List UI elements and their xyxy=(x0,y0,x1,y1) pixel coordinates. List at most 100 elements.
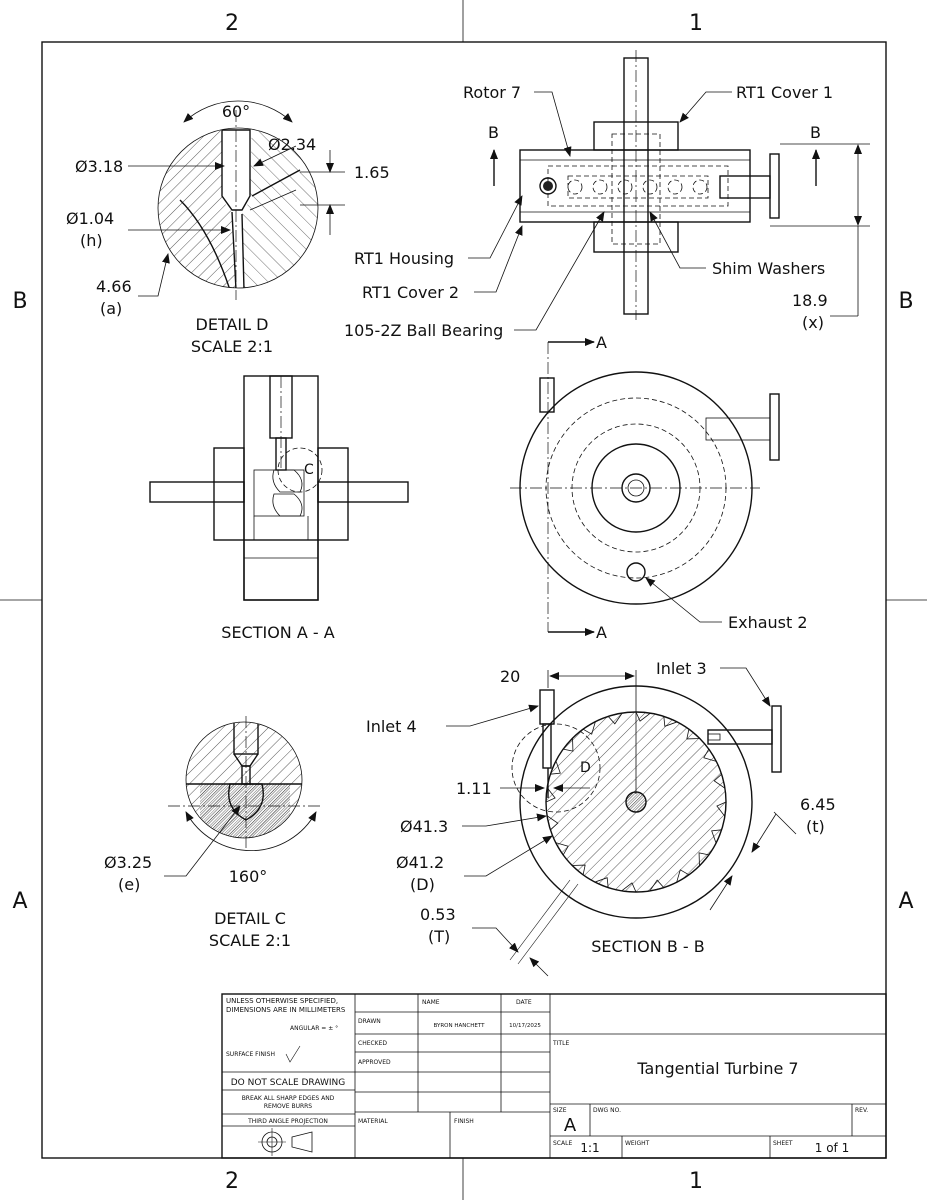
turbine-blade-notch xyxy=(571,864,586,876)
dim-diameter-41-2-var: (D) xyxy=(410,875,435,894)
detail-c-view: 160° Ø3.25 (e) DETAIL C SCALE 2:1 xyxy=(104,716,320,950)
section-b-mark-left: B xyxy=(488,123,499,142)
tb-col-date: DATE xyxy=(516,999,532,1006)
dim-6-45: 6.45 xyxy=(800,795,836,814)
turbine-blade-notch xyxy=(607,712,624,725)
section-aa-title: SECTION A - A xyxy=(221,623,334,642)
turbine-blade-notch xyxy=(686,728,701,740)
zone-labels: 2 1 B A B A 2 1 xyxy=(12,11,913,1194)
dim-0-53: 0.53 xyxy=(420,905,456,924)
detail-d-scale: SCALE 2:1 xyxy=(191,337,273,356)
third-angle-projection-icon xyxy=(258,1128,313,1156)
dim-1-65: 1.65 xyxy=(354,163,390,182)
turbine-blade-notch xyxy=(635,711,652,722)
turbine-blade-notch xyxy=(648,879,665,892)
dim-18-9: 18.9 xyxy=(792,291,828,310)
section-a-mark-bottom: A xyxy=(596,623,607,642)
tb-drawn-date: 10/17/2025 xyxy=(509,1023,541,1029)
tb-rev-label: REV. xyxy=(855,1107,868,1114)
turbine-blade-notch xyxy=(716,801,727,818)
dim-20: 20 xyxy=(500,667,520,686)
dim-18-9-var: (x) xyxy=(802,313,824,332)
turbine-blade-notch xyxy=(620,882,637,893)
dim-1-11: 1.11 xyxy=(456,779,492,798)
dim-angle-160: 160° xyxy=(229,867,268,886)
dim-diameter-3-25: Ø3.25 xyxy=(104,853,152,872)
turbine-blade-notch xyxy=(546,814,559,831)
tb-unless-2: DIMENSIONS ARE IN MILLIMETERS xyxy=(226,1006,346,1014)
label-rotor-7: Rotor 7 xyxy=(463,83,521,102)
turbine-blade-notch xyxy=(711,829,723,845)
tb-dwg-label: DWG NO. xyxy=(593,1107,621,1114)
side-view: A A Exhaust 2 xyxy=(510,333,808,642)
tb-approved: APPROVED xyxy=(358,1059,391,1066)
dim-4-66-var: (a) xyxy=(100,299,122,318)
dim-0-53-var: (T) xyxy=(428,927,450,946)
detail-c-scale: SCALE 2:1 xyxy=(209,931,291,950)
zone-bottom-left: 2 xyxy=(225,1169,239,1194)
zone-left-top: B xyxy=(12,289,27,314)
tb-do-not-scale: DO NOT SCALE DRAWING xyxy=(231,1078,346,1088)
turbine-blade-notch xyxy=(698,852,710,867)
surface-finish-icon xyxy=(285,1045,301,1063)
tb-sheet: 1 of 1 xyxy=(815,1141,849,1155)
tb-weight-label: WEIGHT xyxy=(625,1140,650,1147)
tb-surface-finish: SURFACE FINISH xyxy=(226,1051,275,1058)
zone-right-top: B xyxy=(898,289,913,314)
turbine-blade-notch xyxy=(703,748,718,763)
detail-d-view: 60° Ø3.18 Ø2.34 1.65 Ø1.04 (h) 4.66 (a) … xyxy=(66,100,390,356)
turbine-blade-notch xyxy=(675,869,690,884)
turbine-blade-notch xyxy=(582,720,597,735)
tb-angular: ANGULAR = ± ° xyxy=(290,1025,338,1032)
dim-diameter-41-2: Ø41.2 xyxy=(396,853,444,872)
section-bb-title: SECTION B - B xyxy=(591,937,704,956)
tb-material: MATERIAL xyxy=(358,1118,388,1125)
dim-diameter-3-18: Ø3.18 xyxy=(75,157,123,176)
detail-c-marker: C xyxy=(304,462,314,478)
detail-d-title: DETAIL D xyxy=(196,315,269,334)
dim-diameter-3-25-var: (e) xyxy=(118,875,140,894)
tb-col-name: NAME xyxy=(422,999,440,1006)
section-aa-view: C SECTION A - A xyxy=(149,375,409,642)
section-bb-view: D 20 Inlet 4 Inlet 3 1.11 Ø41.3 Ø41.2 (D… xyxy=(366,659,836,977)
tb-title: Tangential Turbine 7 xyxy=(636,1059,798,1078)
tb-size: A xyxy=(564,1115,577,1136)
turbine-blade-notch xyxy=(562,737,574,752)
label-rt1-cover-2: RT1 Cover 2 xyxy=(362,283,459,302)
turbine-blade-notch xyxy=(593,877,609,889)
turbine-blade-notch xyxy=(663,715,679,727)
tb-scale-label: SCALE xyxy=(553,1140,572,1147)
turbine-blade-notch xyxy=(554,841,569,856)
turbine-blade-notch xyxy=(713,773,726,790)
tb-drawn: DRAWN xyxy=(358,1018,381,1025)
label-inlet-3: Inlet 3 xyxy=(656,659,707,678)
tb-scale: 1:1 xyxy=(580,1141,599,1155)
dim-diameter-1-04: Ø1.04 xyxy=(66,209,114,228)
detail-d-marker: D xyxy=(580,760,591,776)
top-view: B B 18.9 (x) Rotor 7 RT1 Cover 1 RT1 Hou… xyxy=(344,50,870,340)
dim-4-66: 4.66 xyxy=(96,277,132,296)
tb-checked: CHECKED xyxy=(358,1040,387,1047)
zone-bottom-right: 1 xyxy=(689,1169,703,1194)
zone-left-bottom: A xyxy=(12,889,27,914)
tb-size-label: SIZE xyxy=(553,1107,567,1114)
label-exhaust-2: Exhaust 2 xyxy=(728,613,808,632)
tb-title-label: TITLE xyxy=(552,1040,569,1047)
tb-break-edges-1: BREAK ALL SHARP EDGES AND xyxy=(242,1095,335,1102)
tb-drawn-name: BYRON HANCHETT xyxy=(434,1023,486,1029)
label-rt1-housing: RT1 Housing xyxy=(354,249,454,268)
title-block: UNLESS OTHERWISE SPECIFIED, DIMENSIONS A… xyxy=(221,993,887,1159)
zone-top-right: 1 xyxy=(689,11,703,36)
zone-right-bottom: A xyxy=(898,889,913,914)
dim-diameter-1-04-var: (h) xyxy=(80,231,103,250)
dim-6-45-var: (t) xyxy=(806,817,825,836)
tb-third-angle: THIRD ANGLE PROJECTION xyxy=(247,1118,328,1125)
label-ball-bearing: 105-2Z Ball Bearing xyxy=(344,321,503,340)
section-a-mark-top: A xyxy=(596,333,607,352)
tb-unless-1: UNLESS OTHERWISE SPECIFIED, xyxy=(226,997,338,1005)
label-inlet-4: Inlet 4 xyxy=(366,717,417,736)
zone-top-left: 2 xyxy=(225,11,239,36)
tb-finish: FINISH xyxy=(454,1118,474,1125)
dim-diameter-2-34: Ø2.34 xyxy=(268,135,316,154)
